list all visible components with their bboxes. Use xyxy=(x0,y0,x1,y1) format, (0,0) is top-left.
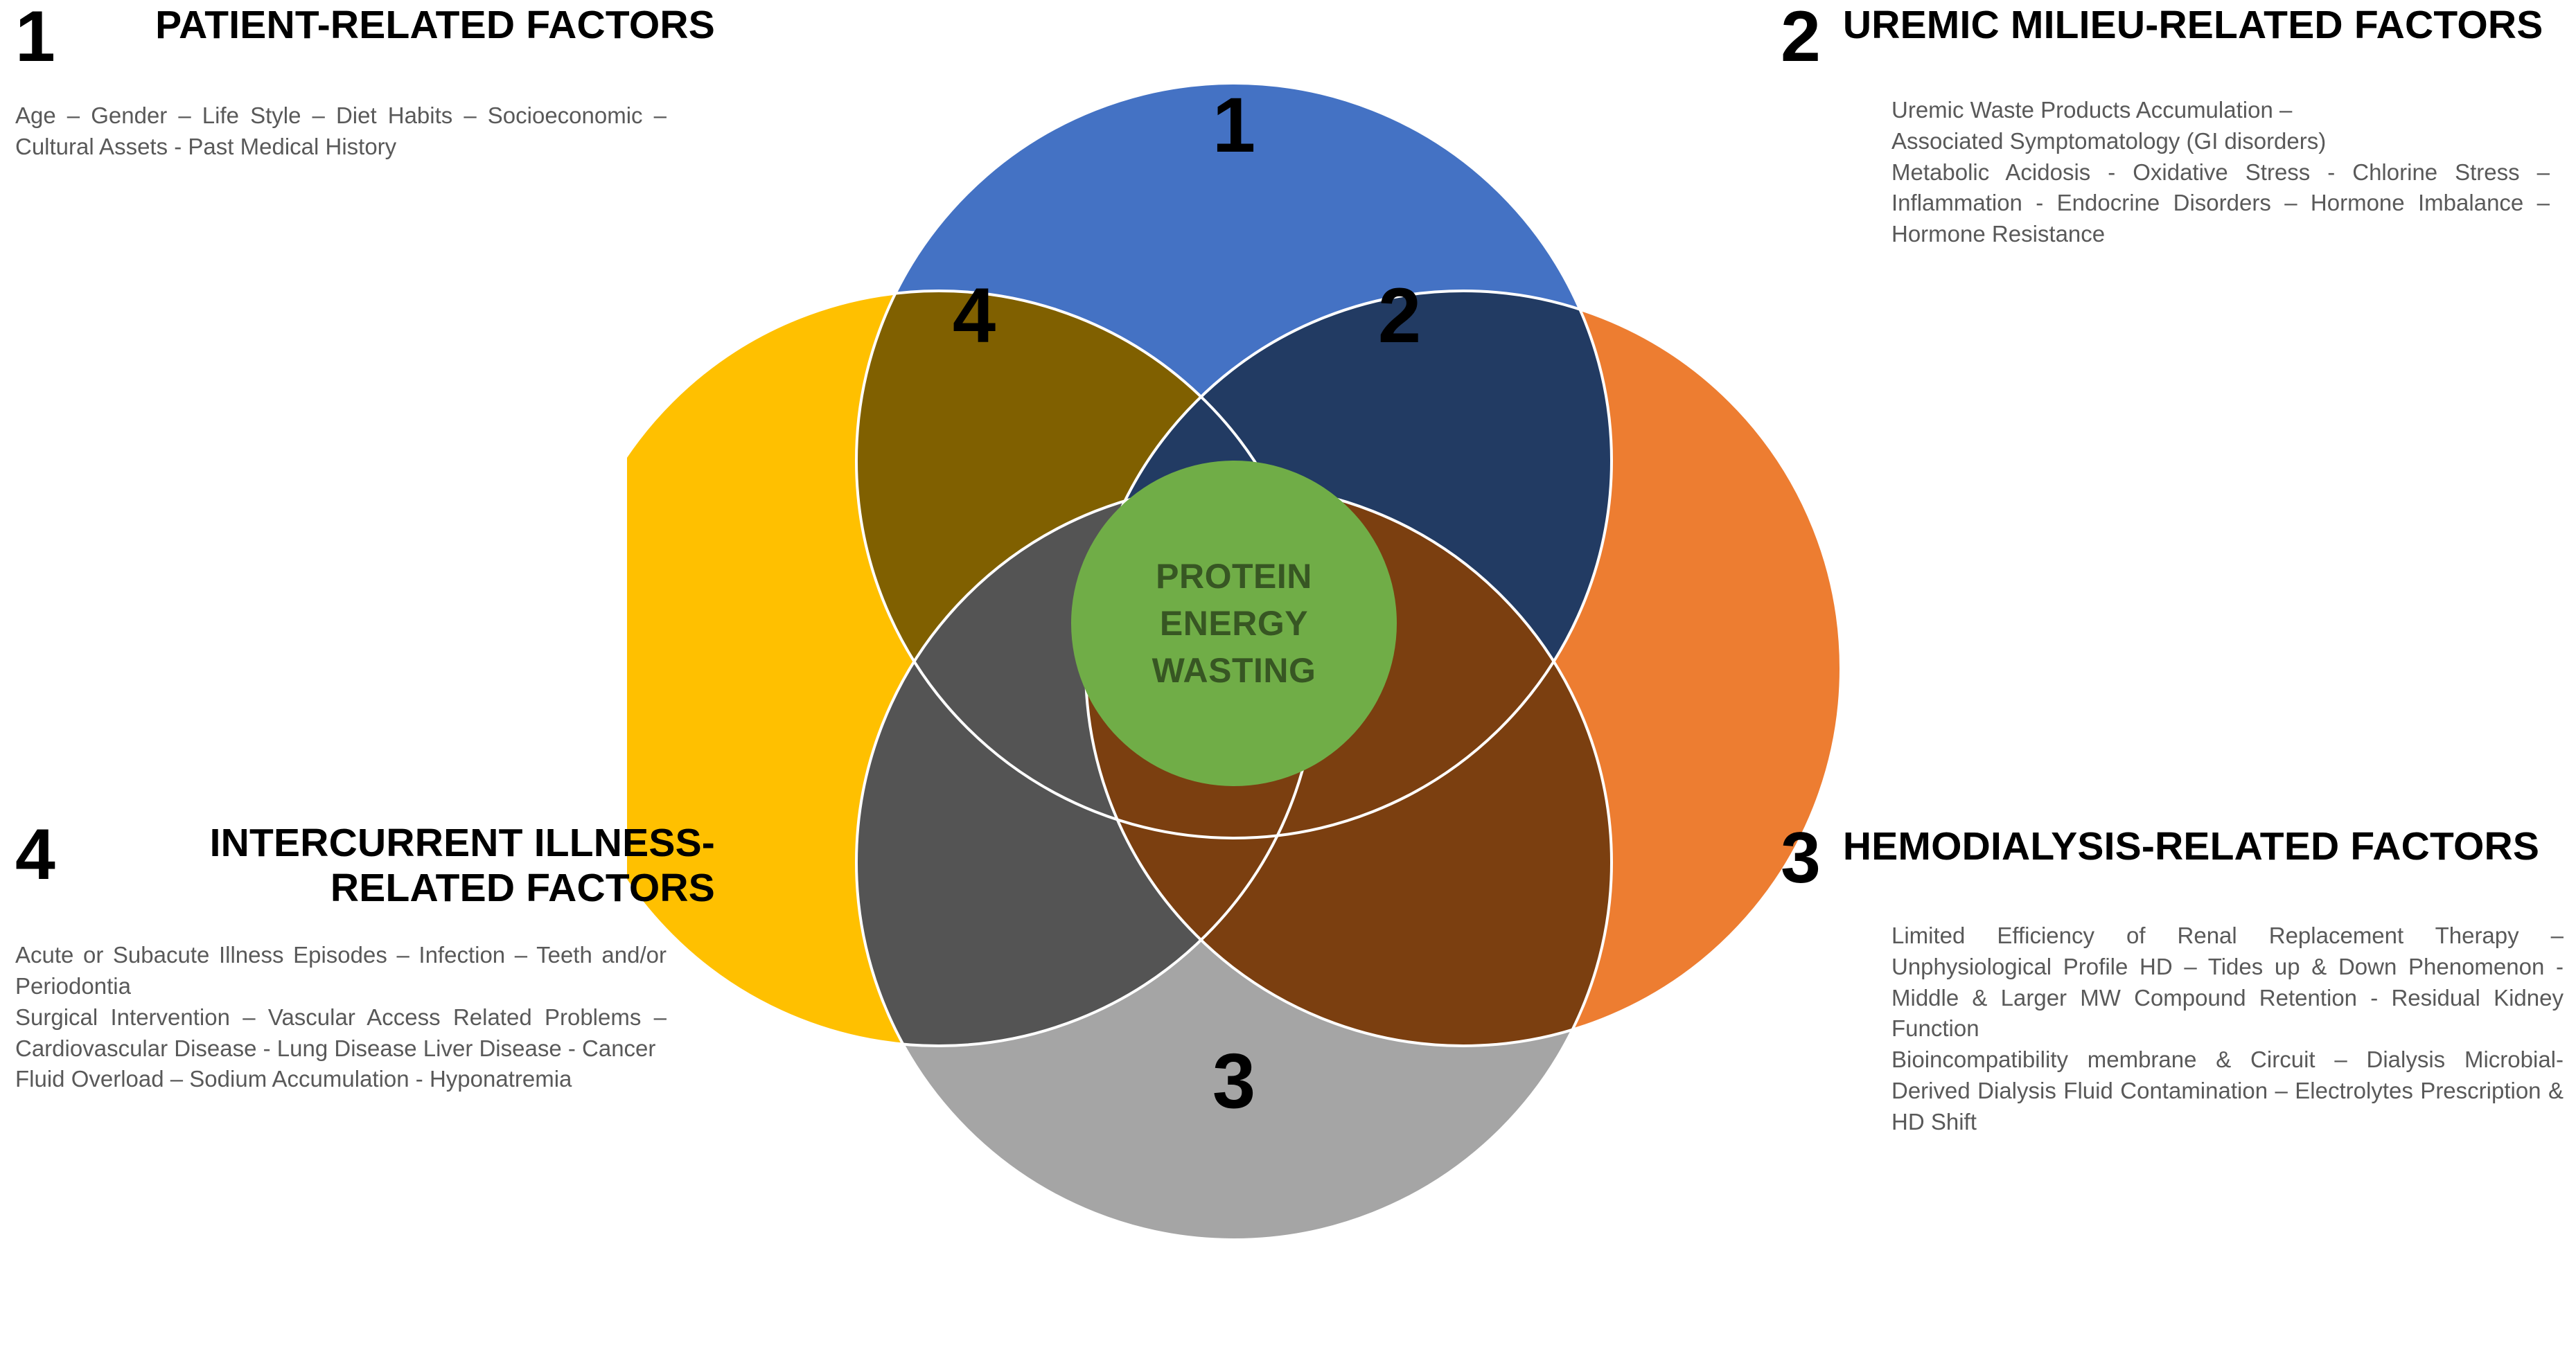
lobe-number-1: 1 xyxy=(1212,82,1256,168)
block-4-title: INTERCURRENT ILLNESS-RELATED FACTORS xyxy=(209,821,715,910)
block-4-body-line: Acute or Subacute Illness Episodes – Inf… xyxy=(15,941,667,999)
block-4-body: Acute or Subacute Illness Episodes – Inf… xyxy=(15,940,667,1095)
block-1-body: Age – Gender – Life Style – Diet Habits … xyxy=(15,100,667,163)
block-1-heading: 1 PATIENT-RELATED FACTORS xyxy=(15,0,715,77)
block-2-body: Uremic Waste Products Accumulation – Ass… xyxy=(1891,95,2550,250)
block-3-title: HEMODIALYSIS-RELATED FACTORS xyxy=(1842,824,2540,869)
factor-block-hemodialysis-related: 3 HEMODIALYSIS-RELATED FACTORS Limited E… xyxy=(1781,818,2564,1138)
factor-block-uremic-milieu-related: 2 UREMIC MILIEU-RELATED FACTORS Uremic W… xyxy=(1781,0,2550,250)
overlap-yellow-gray xyxy=(856,485,1316,1046)
block-3-heading: 3 HEMODIALYSIS-RELATED FACTORS xyxy=(1781,818,2564,898)
center-label-line-3: WASTING xyxy=(1152,651,1316,690)
block-4-heading: 4 INTERCURRENT ILLNESS-RELATED FACTORS xyxy=(15,815,715,911)
lobe-number-2: 2 xyxy=(1377,272,1422,359)
factor-block-patient-related: 1 PATIENT-RELATED FACTORS Age – Gender –… xyxy=(15,0,715,163)
block-2-body-line: Uremic Waste Products Accumulation – xyxy=(1891,96,2293,123)
block-2-body-line: Associated Symptomatology (GI disorders) xyxy=(1891,127,2327,154)
block-2-body-line: Metabolic Acidosis - Oxidative Stress - … xyxy=(1891,159,2550,247)
block-1-title: PATIENT-RELATED FACTORS xyxy=(155,3,715,47)
center-label-line-2: ENERGY xyxy=(1159,604,1309,643)
block-2-number: 2 xyxy=(1781,0,1821,77)
venn-diagram: 1 2 3 4 PROTEIN ENERGY WASTING xyxy=(627,42,1841,1240)
factor-block-intercurrent-illness-related: 4 INTERCURRENT ILLNESS-RELATED FACTORS A… xyxy=(15,815,715,1095)
block-1-number: 1 xyxy=(15,0,55,77)
block-2-heading: 2 UREMIC MILIEU-RELATED FACTORS xyxy=(1781,0,2550,77)
center-label-line-1: PROTEIN xyxy=(1156,557,1312,596)
lobe-number-4: 4 xyxy=(952,272,996,359)
block-3-body-line: Limited Efficiency of Renal Replacement … xyxy=(1891,922,2564,1042)
block-2-title: UREMIC MILIEU-RELATED FACTORS xyxy=(1842,3,2543,47)
lobe-number-3: 3 xyxy=(1212,1038,1256,1124)
block-4-number: 4 xyxy=(15,815,55,895)
block-3-body-line: Bioincompatibility membrane & Circuit – … xyxy=(1891,1047,2564,1135)
block-1-body-line: Age – Gender – Life Style – Diet Habits … xyxy=(15,102,667,159)
center-circle-protein-energy-wasting: PROTEIN ENERGY WASTING xyxy=(1071,461,1397,786)
overlap-orange-gray xyxy=(1086,485,1612,1046)
block-3-body: Limited Efficiency of Renal Replacement … xyxy=(1891,920,2564,1138)
block-4-body-line: Surgical Intervention – Vascular Access … xyxy=(15,1004,667,1061)
block-4-body-line: Fluid Overload – Sodium Accumulation - H… xyxy=(15,1066,572,1092)
block-3-number: 3 xyxy=(1781,818,1821,898)
